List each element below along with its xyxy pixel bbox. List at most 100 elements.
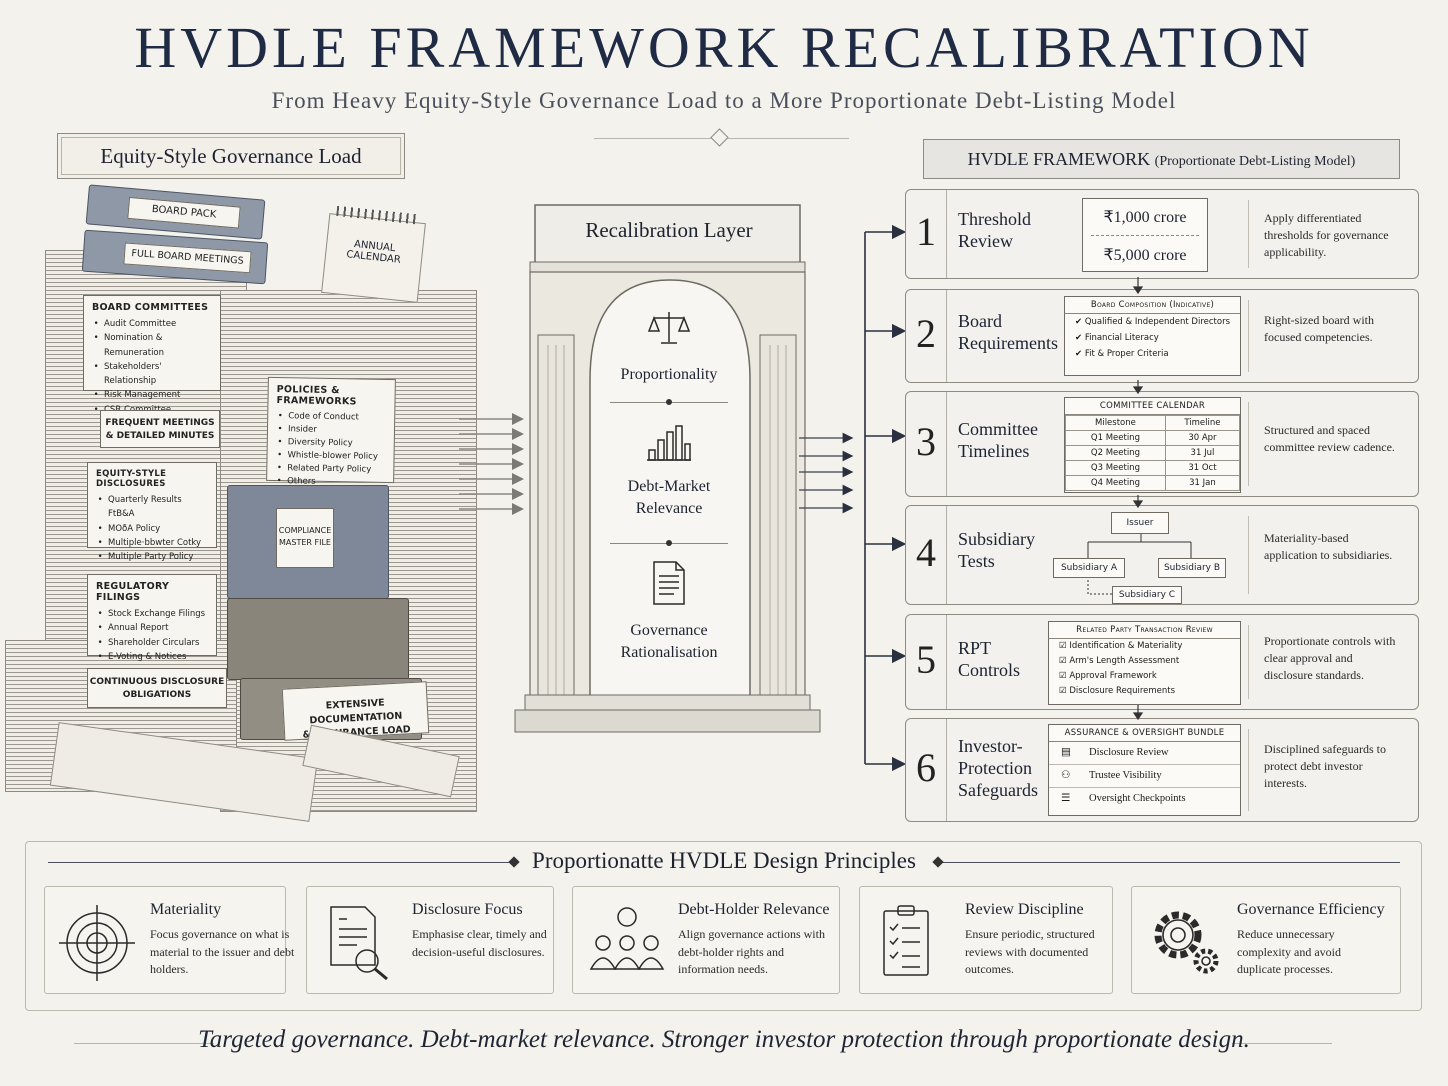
column-header: Milestone (1065, 415, 1166, 431)
card-heading: EQUITY-STYLE DISCLOSURES (96, 469, 167, 489)
scales-icon (648, 312, 690, 344)
checklist-item: ✔ Financial Literacy (1065, 330, 1240, 346)
bundle-item: ☰Oversight Checkpoints (1049, 788, 1240, 810)
policies-card: POLICIES & FRAMEWORKS Code of Conduct In… (266, 376, 396, 487)
disclosure-list: Quarterly Results FtB&A MOðA Policy Mult… (96, 493, 208, 564)
people-icon: ⚇ (1061, 770, 1071, 781)
checkbox-checked-icon: ☑ (1059, 671, 1070, 681)
framework-step-6: 6 Investor- Protection Safeguards ASSURA… (905, 718, 1419, 822)
table-cell: Q4 Meeting (1065, 475, 1166, 491)
checkbox-checked-icon: ☑ (1059, 641, 1070, 651)
tagline-rule-right (1232, 1043, 1332, 1044)
checklist-item: ☑ Disclosure Requirements (1049, 684, 1240, 699)
checkmark-icon: ✔ (1075, 333, 1085, 343)
step-name: Committee Timelines (958, 419, 1038, 461)
card-description: Align governance actions with debt-holde… (678, 927, 825, 976)
document-search-icon (330, 906, 388, 981)
step-number: 2 (906, 290, 947, 382)
subsidiary-tree-connectors (1087, 532, 1192, 595)
principles-title: Proportionatte HVDLE Design Principles (532, 848, 916, 873)
principles-rule-left (48, 862, 514, 863)
table-cell: 31 Oct (1164, 460, 1241, 476)
step-name: Investor- Protection Safeguards (958, 736, 1038, 800)
step-number: 5 (906, 615, 947, 709)
recalibration-layer-title: Recalibration Layer (585, 218, 753, 242)
item-text: Approval Framework (1069, 671, 1157, 681)
left-section-title: Equity-Style Governance Load (100, 144, 362, 168)
threshold-box: ₹1,000 crore ₹5,000 crore (1082, 198, 1208, 272)
table-cell: 30 Apr (1164, 430, 1241, 446)
threshold-divider (1091, 235, 1199, 236)
gear-icon (1154, 911, 1219, 974)
page-subtitle: From Heavy Equity-Style Governance Load … (271, 88, 1177, 113)
list-item: Multiple Party Policy (108, 550, 208, 564)
checklist-item: ☑ Identification & Materiality (1049, 639, 1240, 654)
output-arrows (799, 224, 907, 772)
pillar-proportionality: Proportionality (620, 366, 718, 383)
node-subsidiary-a: Subsidiary A (1053, 558, 1125, 578)
compliance-master-file-binder: COMPLIANCE MASTER FILE (227, 485, 389, 599)
card-title: Materiality (150, 901, 222, 918)
checklist-item: ☑ Approval Framework (1049, 669, 1240, 684)
box-heading: Board Composition (Indicative) (1065, 297, 1240, 314)
card-heading: POLICIES & FRAMEWORKS (276, 384, 357, 408)
compliance-file-label: COMPLIANCE MASTER FILE (276, 508, 334, 568)
frequent-meetings-label: FREQUENT MEETINGS & DETAILED MINUTES (100, 410, 220, 448)
principle-card-review-discipline: Review Discipline Ensure periodic, struc… (859, 886, 1113, 994)
list-item: E-Voting & Notices (108, 650, 208, 664)
checkbox-checked-icon: ☑ (1059, 686, 1070, 696)
box-heading: Related Party Transaction Review (1049, 622, 1240, 639)
tagline: Targeted governance. Debt-market relevan… (198, 1026, 1250, 1053)
framework-step-4: 4 Subsidiary Tests Issuer Subsidiary A S… (905, 505, 1419, 605)
step-separator (1248, 729, 1249, 811)
binder-label: FULL BOARD MEETINGS (123, 242, 252, 274)
list-item: Annual Report (108, 621, 208, 635)
document-icon (653, 561, 685, 605)
step-separator (1248, 300, 1249, 372)
step-description: Structured and spaced committee review c… (1264, 423, 1395, 454)
framework-step-3: 3 Committee Timelines COMMITTEE CALENDAR… (905, 391, 1419, 497)
framework-title: HVDLE FRAMEWORK (Proportionate Debt-List… (924, 140, 1399, 181)
table-cell: Q1 Meeting (1065, 430, 1166, 446)
card-heading: REGULATORY FILINGS (96, 581, 170, 603)
framework-title-box: HVDLE FRAMEWORK (Proportionate Debt-List… (923, 139, 1400, 179)
board-committees-card: BOARD COMMITTEES Audit Committee Nominat… (83, 295, 221, 415)
extensive-documentation-label: EXTENSIVE DOCUMENTATION & ASSURANCE LOAD (281, 681, 430, 741)
principle-card-disclosure-focus: Disclosure Focus Emphasise clear, timely… (306, 886, 554, 994)
list-item: MOðA Policy (108, 522, 208, 536)
card-heading: BOARD COMMITTEES (92, 302, 209, 313)
step-separator (1248, 402, 1249, 486)
item-text: Arm's Length Assessment (1069, 656, 1180, 666)
card-description: Focus governance on what is material to … (150, 927, 295, 976)
node-subsidiary-b: Subsidiary B (1158, 558, 1226, 578)
step-description: Materiality-based application to subsidi… (1264, 531, 1393, 562)
people-icon (589, 907, 665, 970)
item-text: Trustee Visibility (1089, 770, 1162, 781)
card-description: Reduce unnecessary complexity and avoid … (1237, 927, 1341, 976)
checklist-item: ✔ Qualified & Independent Directors (1065, 314, 1240, 330)
bundle-item: ▤Disclosure Review (1049, 742, 1240, 765)
step-name: Subsidiary Tests (958, 529, 1036, 571)
left-section-title-box: Equity-Style Governance Load (57, 133, 405, 179)
list-item: Stock Exchange Filings (108, 607, 208, 621)
threshold-high: ₹5,000 crore (1103, 247, 1187, 264)
list-item: CSR Committee (104, 403, 212, 417)
table-cell: Q3 Meeting (1065, 460, 1166, 476)
box-heading: ASSURANCE & OVERSIGHT BUNDLE (1049, 725, 1240, 742)
step-name: RPT Controls (958, 638, 1021, 680)
card-title: Debt-Holder Relevance (678, 901, 830, 918)
step-name: Board Requirements (958, 311, 1058, 353)
checklist-item: ✔ Fit & Proper Criteria (1065, 346, 1240, 362)
principles-rule-right (940, 862, 1400, 863)
regulatory-filings-card: REGULATORY FILINGS Stock Exchange Filing… (87, 574, 217, 662)
card-title: Review Discipline (965, 901, 1084, 918)
binder-label: BOARD PACK (127, 196, 241, 229)
pillar-debt-market-relevance: Debt-Market Relevance (627, 478, 711, 517)
step-description: Apply differentiated thresholds for gove… (1264, 211, 1389, 259)
rpt-review-box: Related Party Transaction Review ☑ Ident… (1048, 621, 1241, 705)
